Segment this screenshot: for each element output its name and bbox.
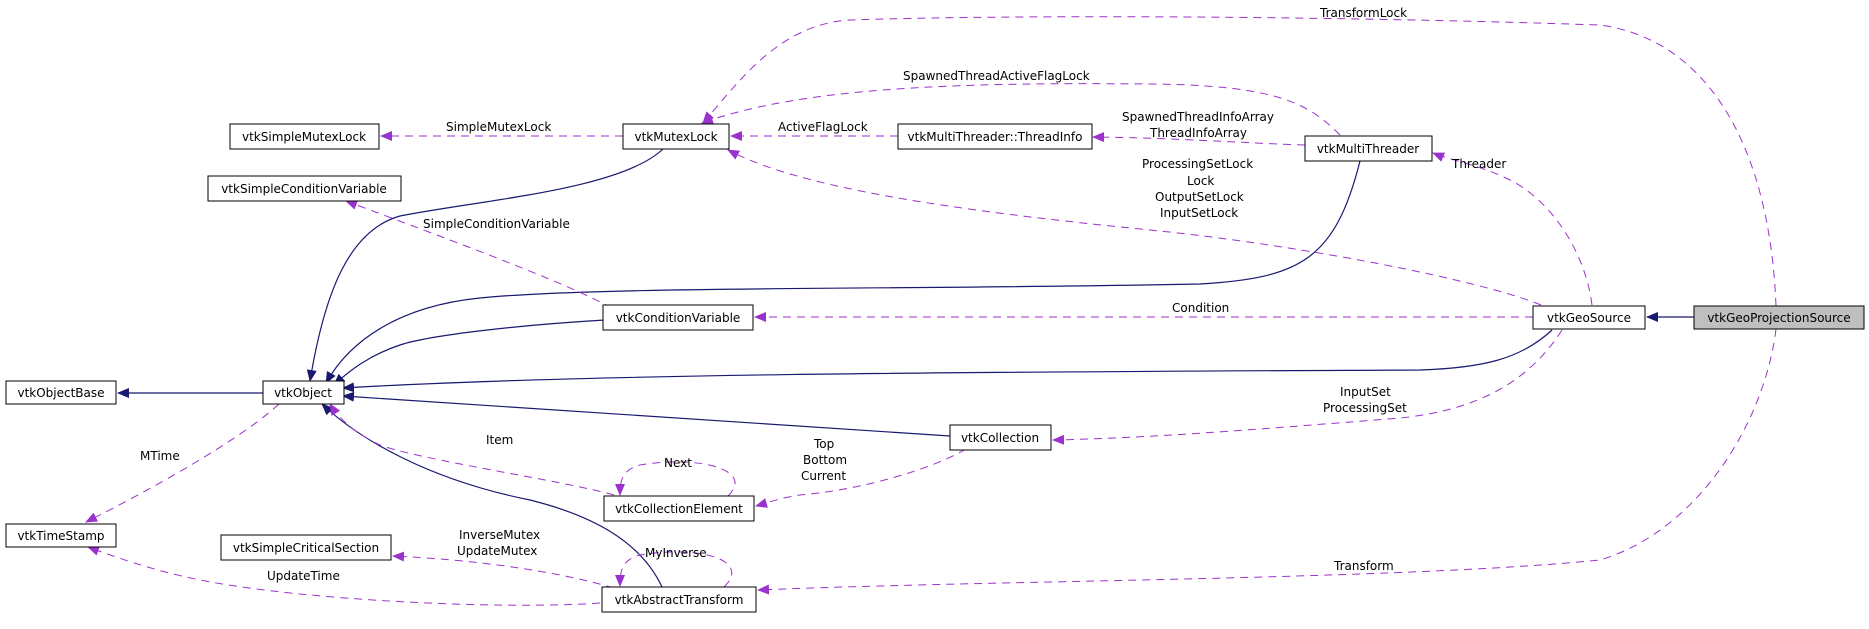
- svg-text:vtkObjectBase: vtkObjectBase: [17, 386, 104, 400]
- edge-inversemutex: [392, 551, 615, 589]
- edge-myinverse: [615, 551, 733, 588]
- edge-updatetime: [87, 546, 601, 606]
- edge-next: [615, 461, 736, 497]
- node-vtksimpleconditionvariable[interactable]: vtkSimpleConditionVariable: [207, 175, 402, 202]
- label-updatetime: UpdateTime: [267, 569, 340, 583]
- label-threadinfoarray: ThreadInfoArray: [1149, 126, 1247, 140]
- edge-item: [329, 403, 615, 496]
- nodes: vtkGeoProjectionSource vtkGeoSource vtkO…: [5, 123, 1865, 613]
- label-processingsetlock: ProcessingSetLock: [1142, 157, 1253, 171]
- node-vtkgeosource[interactable]: vtkGeoSource: [1532, 305, 1646, 330]
- node-vtksimplecriticalsection[interactable]: vtkSimpleCriticalSection: [220, 534, 392, 561]
- label-myinverse: MyInverse: [645, 546, 707, 560]
- svg-text:vtkMultiThreader: vtkMultiThreader: [1317, 142, 1419, 156]
- edge-threader: [1432, 152, 1593, 306]
- node-vtkmultithreader[interactable]: vtkMultiThreader: [1304, 135, 1433, 162]
- label-condition: Condition: [1172, 301, 1229, 315]
- label-transformlock: TransformLock: [1319, 6, 1407, 20]
- label-processingset: ProcessingSet: [1323, 401, 1407, 415]
- svg-text:vtkAbstractTransform: vtkAbstractTransform: [615, 593, 744, 607]
- usage-edges: [85, 16, 1777, 606]
- edge-simpleconditionvariable: [345, 200, 613, 309]
- node-vtksimplemutexlock[interactable]: vtkSimpleMutexLock: [229, 123, 380, 150]
- label-item: Item: [486, 433, 513, 447]
- edge-top-bottom-current: [755, 448, 967, 508]
- node-vtkgeoprojectionsource[interactable]: vtkGeoProjectionSource: [1693, 305, 1865, 330]
- node-vtkconditionvariable[interactable]: vtkConditionVariable: [602, 304, 754, 331]
- node-vtkobject[interactable]: vtkObject: [262, 380, 345, 405]
- label-inversemutex: InverseMutex: [459, 528, 540, 542]
- label-updatemutex: UpdateMutex: [457, 544, 537, 558]
- svg-text:vtkMultiThreader::ThreadInfo: vtkMultiThreader::ThreadInfo: [908, 130, 1083, 144]
- label-inputset: InputSet: [1340, 385, 1391, 399]
- edge-inputset: [1052, 329, 1563, 445]
- svg-text:vtkConditionVariable: vtkConditionVariable: [616, 311, 741, 325]
- label-outputsetlock: OutputSetLock: [1155, 190, 1244, 204]
- label-inputsetlock: InputSetLock: [1160, 206, 1238, 220]
- edge-geosource-to-object: [342, 329, 1553, 393]
- edge-mutexlock-to-object: [306, 148, 664, 382]
- node-vtkabstracttransform[interactable]: vtkAbstractTransform: [601, 586, 757, 613]
- edge-multithreader-to-object: [325, 160, 1361, 384]
- edge-transformlock: [702, 16, 1777, 307]
- node-vtkobjectbase[interactable]: vtkObjectBase: [5, 380, 117, 405]
- label-spawnedthreadactiveflaglock: SpawnedThreadActiveFlagLock: [903, 69, 1090, 83]
- node-vtktimestamp[interactable]: vtkTimeStamp: [5, 523, 117, 548]
- label-lock: Lock: [1187, 174, 1214, 188]
- edge-processingsetlock: [727, 149, 1542, 306]
- label-next: Next: [664, 456, 692, 470]
- node-vtkcollection[interactable]: vtkCollection: [949, 424, 1052, 451]
- svg-text:vtkSimpleCriticalSection: vtkSimpleCriticalSection: [233, 541, 379, 555]
- label-simplemutexlock: SimpleMutexLock: [446, 120, 551, 134]
- svg-text:vtkGeoSource: vtkGeoSource: [1547, 311, 1631, 325]
- svg-text:vtkSimpleMutexLock: vtkSimpleMutexLock: [242, 130, 366, 144]
- svg-text:vtkGeoProjectionSource: vtkGeoProjectionSource: [1707, 311, 1850, 325]
- svg-text:vtkObject: vtkObject: [274, 386, 332, 400]
- edge-spawnedthreadactiveflaglock: [701, 83, 1341, 136]
- inheritance-edges: [117, 148, 1694, 588]
- edge-mtime: [85, 403, 280, 523]
- edge-labels: TransformLock SpawnedThreadActiveFlagLoc…: [140, 6, 1506, 583]
- label-top: Top: [813, 437, 834, 451]
- label-threader: Threader: [1451, 157, 1506, 171]
- svg-text:vtkMutexLock: vtkMutexLock: [634, 130, 717, 144]
- node-vtkmultithreader-threadinfo[interactable]: vtkMultiThreader::ThreadInfo: [897, 123, 1093, 150]
- svg-text:vtkTimeStamp: vtkTimeStamp: [17, 529, 104, 543]
- label-current: Current: [801, 469, 846, 483]
- edge-conditionvariable-to-object: [333, 319, 606, 386]
- svg-text:vtkSimpleConditionVariable: vtkSimpleConditionVariable: [221, 182, 387, 196]
- label-activeflaglock: ActiveFlagLock: [778, 120, 868, 134]
- label-simpleconditionvariable: SimpleConditionVariable: [423, 217, 570, 231]
- node-vtkmutexlock[interactable]: vtkMutexLock: [622, 123, 730, 150]
- node-vtkcollectionelement[interactable]: vtkCollectionElement: [603, 495, 755, 522]
- label-spawnedthreadinfoarray: SpawnedThreadInfoArray: [1122, 110, 1274, 124]
- edge-transform: [757, 328, 1777, 595]
- edge-collection-to-object: [342, 391, 951, 437]
- label-mtime: MTime: [140, 449, 180, 463]
- label-bottom: Bottom: [803, 453, 847, 467]
- label-transform: Transform: [1333, 559, 1394, 573]
- svg-text:vtkCollection: vtkCollection: [961, 431, 1039, 445]
- svg-text:vtkCollectionElement: vtkCollectionElement: [615, 502, 743, 516]
